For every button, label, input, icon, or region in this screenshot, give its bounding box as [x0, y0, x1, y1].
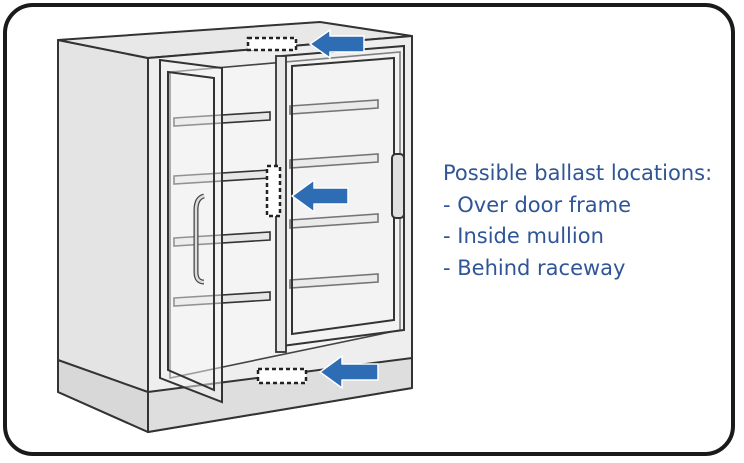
left-door [159, 58, 223, 404]
arrows [291, 29, 379, 389]
caption-item-door-frame: - Over door frame [443, 192, 632, 217]
shelf [289, 99, 379, 115]
ballast-marker-mullion [265, 164, 282, 218]
ballast-marker-door-frame [246, 36, 298, 52]
right-door-handle [391, 153, 405, 219]
caption-item-mullion: - Inside mullion [443, 224, 604, 248]
shelf [289, 153, 379, 169]
arrow-door-frame [309, 29, 365, 59]
caption-item-raceway: - Behind raceway [443, 255, 626, 280]
ballast-locations-caption: Possible ballast locations: - Over door … [443, 158, 712, 284]
shelf [289, 273, 379, 289]
arrow-raceway [319, 355, 379, 389]
arrow-mullion [291, 179, 349, 213]
ballast-markers [246, 36, 308, 385]
caption-title: Possible ballast locations: [443, 161, 713, 185]
ballast-marker-raceway [256, 367, 308, 385]
shelf [289, 213, 379, 229]
